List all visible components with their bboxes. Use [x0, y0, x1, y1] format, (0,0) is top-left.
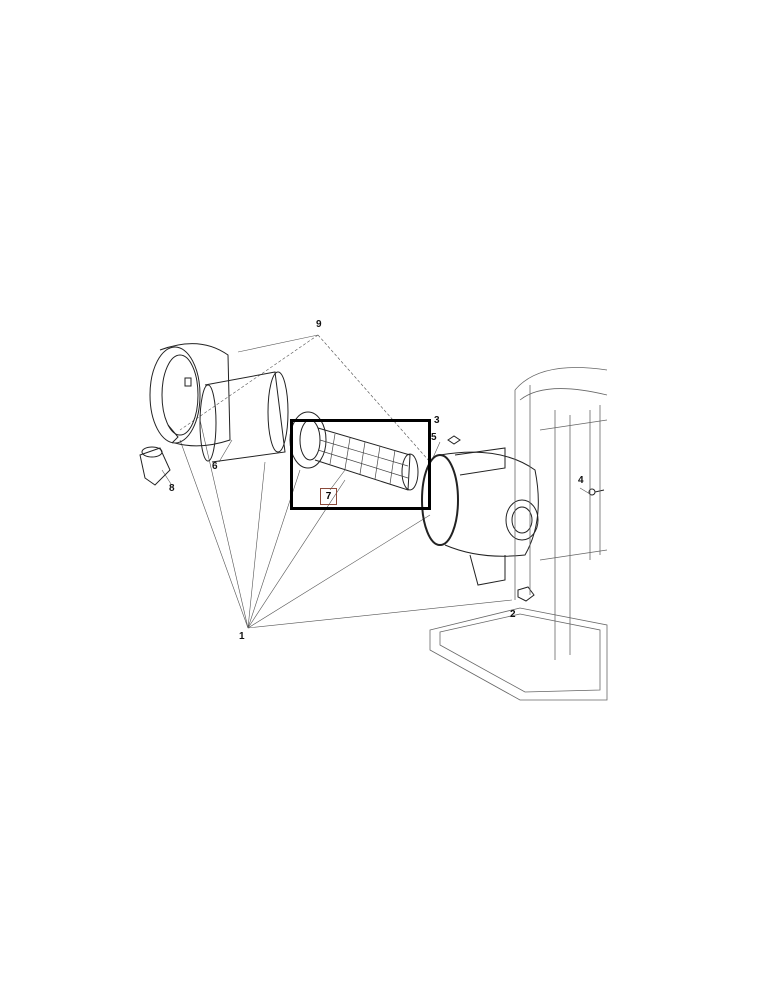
callout-6[interactable]: 6: [212, 461, 218, 472]
end-cover-part: [149, 343, 231, 447]
callout-5[interactable]: 5: [431, 432, 437, 443]
callout-3[interactable]: 3: [434, 415, 440, 426]
highlight-box: [290, 419, 431, 510]
callout-1[interactable]: 1: [239, 631, 245, 642]
callout-9[interactable]: 9: [316, 319, 322, 330]
callout-8[interactable]: 8: [169, 483, 175, 494]
callout-2[interactable]: 2: [510, 609, 516, 620]
vacuator-valve-part: [139, 446, 171, 486]
callout-4[interactable]: 4: [578, 475, 584, 486]
safety-filter-part: [289, 411, 419, 491]
primary-filter-part: [199, 371, 289, 463]
leader-lines: [161, 334, 591, 629]
callout-7[interactable]: 7: [320, 488, 337, 505]
air-cleaner-housing-part: [421, 435, 605, 602]
machine-frame: [429, 367, 608, 701]
